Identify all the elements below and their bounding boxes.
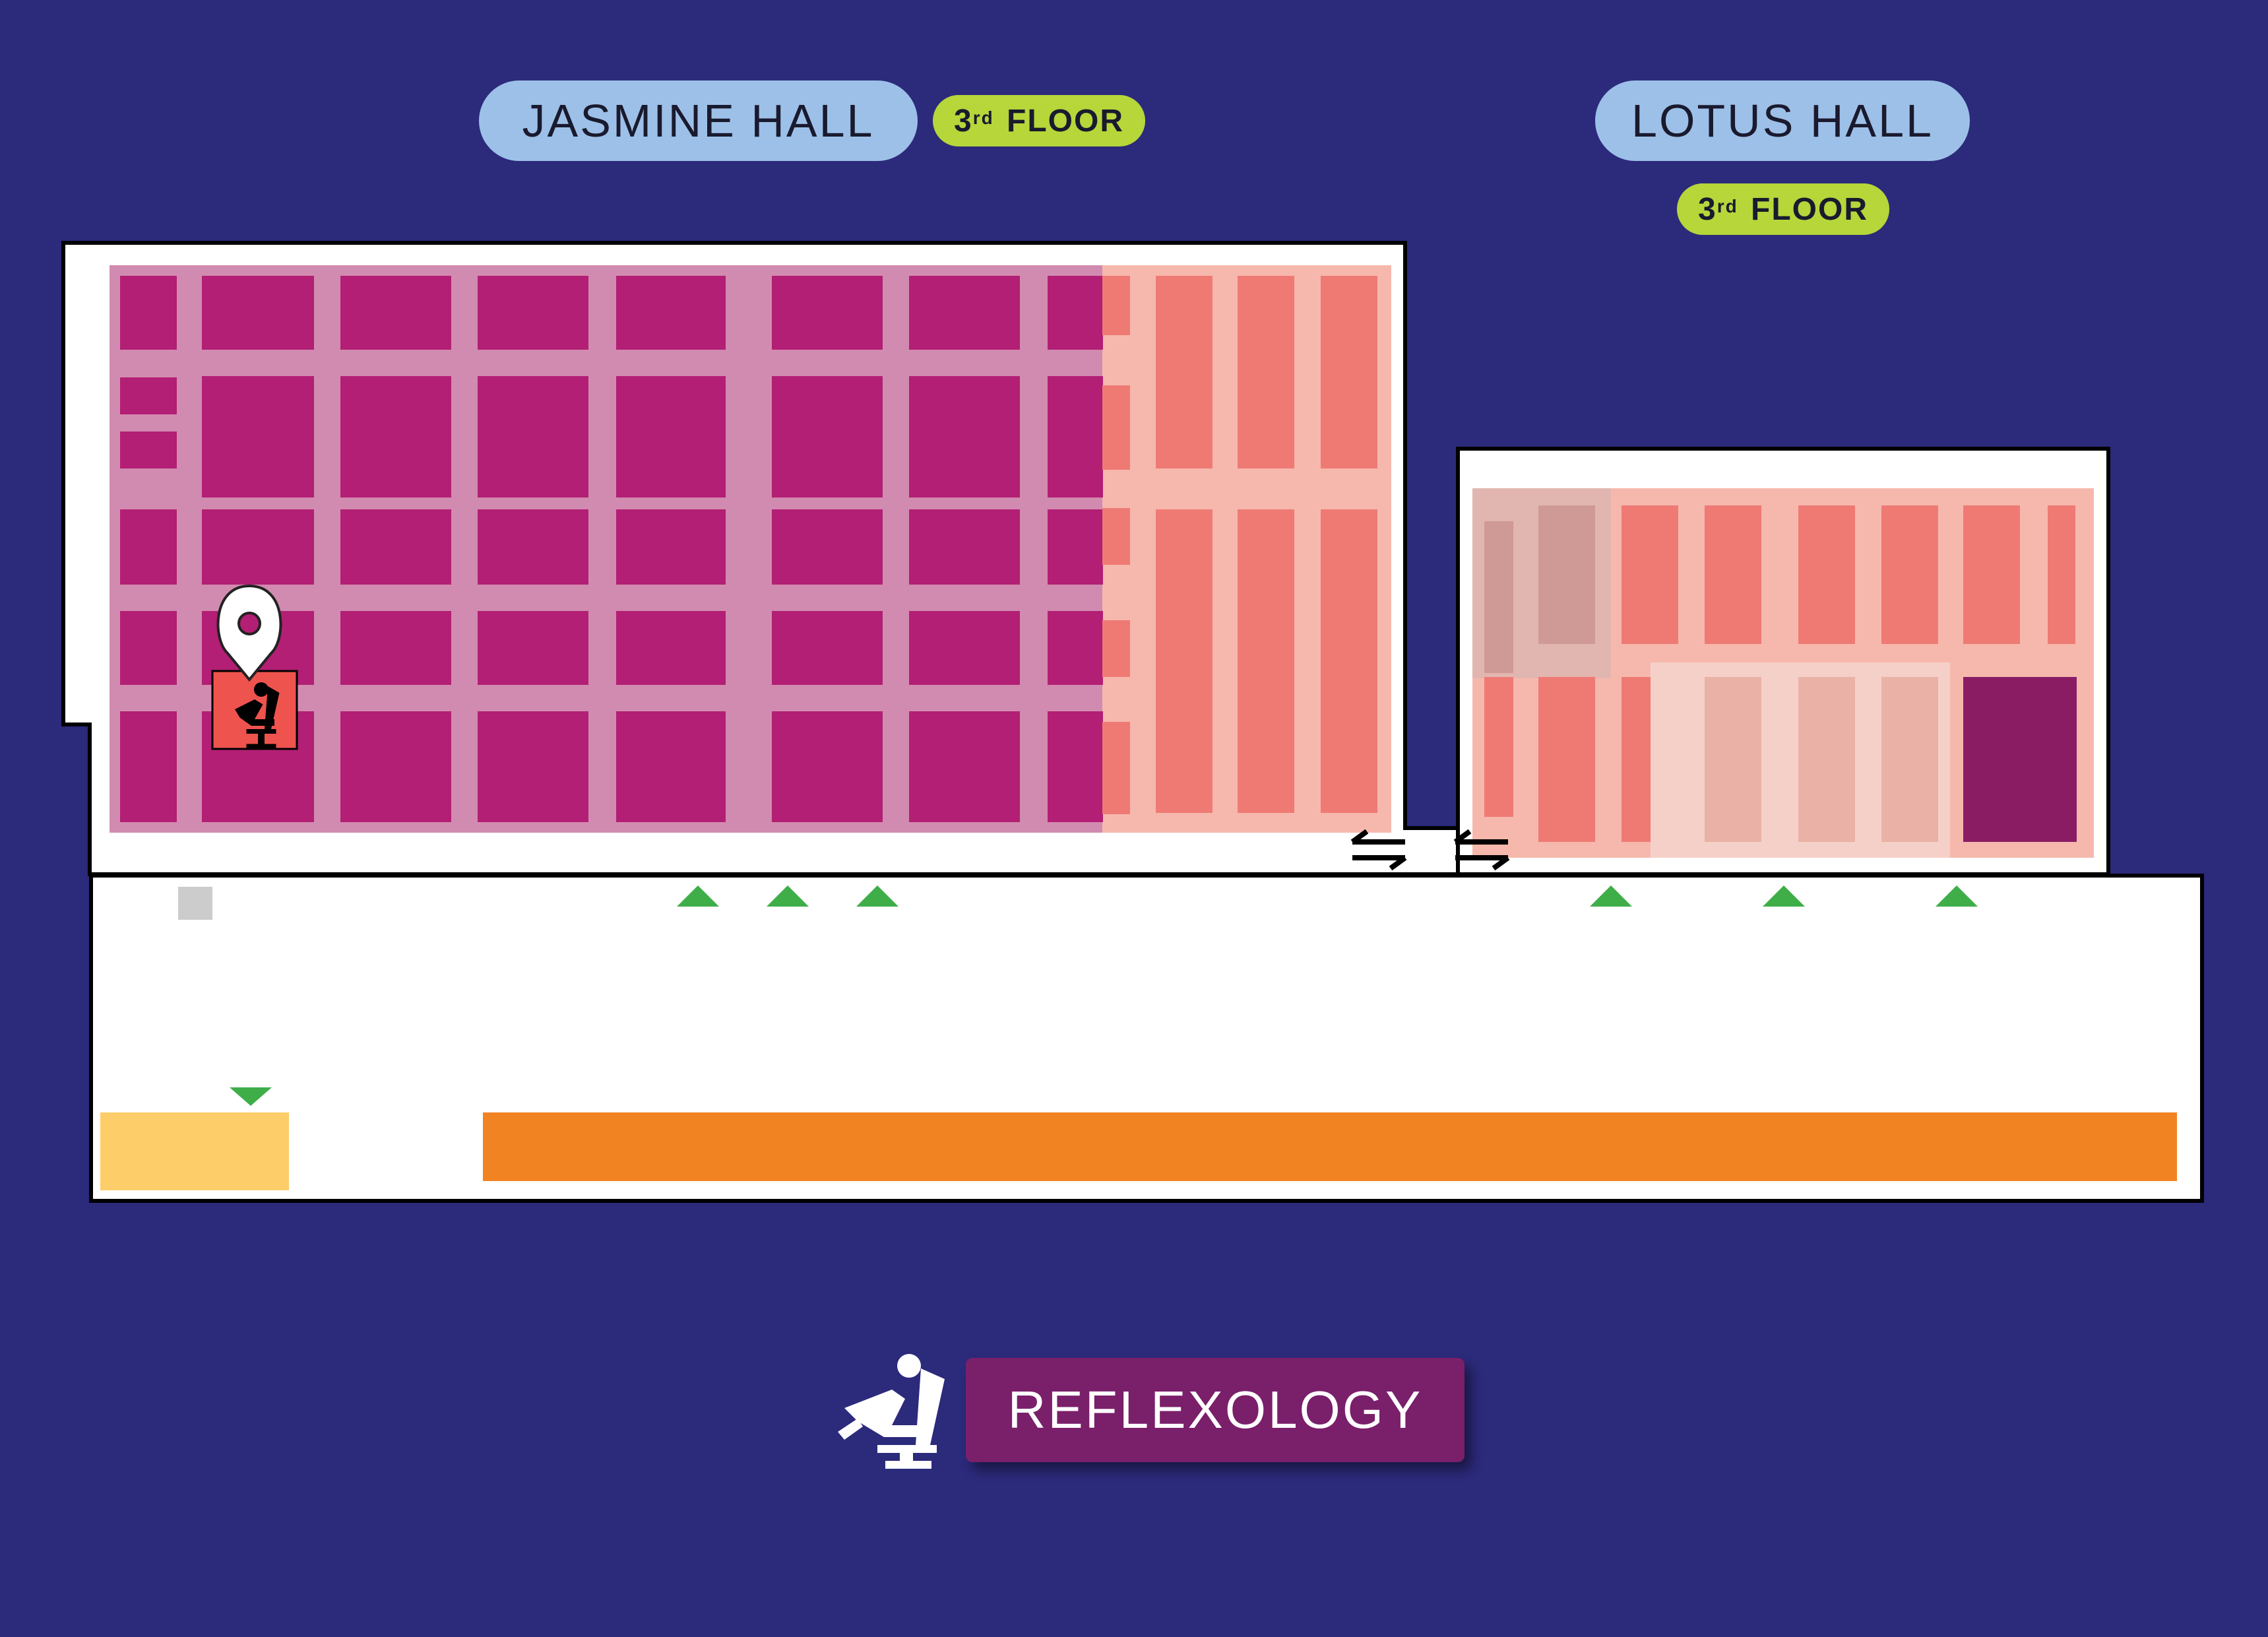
booth[interactable]	[1048, 711, 1103, 822]
registration-area	[100, 1112, 289, 1190]
jasmine-hall-title: JASMINE HALL	[479, 80, 918, 161]
booth[interactable]	[120, 432, 177, 468]
booth[interactable]	[1238, 276, 1294, 468]
booth[interactable]	[202, 376, 314, 498]
booth[interactable]	[909, 611, 1020, 685]
booth[interactable]	[909, 376, 1020, 498]
entrance-arrow-up	[1936, 885, 1978, 907]
floor-number: 3	[1697, 191, 1717, 227]
swap-arrows-icon	[1453, 829, 1510, 871]
jasmine-salmon-booths	[1102, 276, 1377, 814]
jasmine-booth-grid	[120, 276, 1103, 822]
booth[interactable]	[1048, 509, 1103, 585]
booth[interactable]	[1881, 677, 1938, 842]
doorway-arrows	[1350, 829, 1510, 871]
legend-reflexology-label: REFLEXOLOGY	[966, 1358, 1465, 1462]
booth[interactable]	[1484, 677, 1513, 817]
booth[interactable]	[772, 711, 883, 822]
booth[interactable]	[478, 611, 588, 685]
booth[interactable]	[616, 711, 726, 822]
booth[interactable]	[772, 276, 883, 350]
booth[interactable]	[909, 276, 1020, 350]
booth[interactable]	[1538, 677, 1595, 842]
booth[interactable]	[120, 509, 177, 585]
booth[interactable]	[1048, 376, 1103, 498]
booth[interactable]	[1048, 276, 1103, 350]
booth[interactable]	[340, 611, 451, 685]
reflexology-booth[interactable]	[211, 670, 298, 750]
booth[interactable]	[1048, 611, 1103, 685]
booth[interactable]	[1798, 505, 1855, 644]
booth[interactable]	[909, 711, 1020, 822]
booth[interactable]	[616, 611, 726, 685]
floor-suffix: rd	[1717, 196, 1738, 216]
entrance-arrow-up	[1763, 885, 1805, 907]
booth[interactable]	[1102, 508, 1130, 565]
floor-word: FLOOR	[1751, 191, 1869, 227]
booth[interactable]	[1102, 722, 1130, 814]
booth[interactable]	[120, 711, 177, 822]
swap-arrows-icon	[1350, 829, 1407, 871]
entrance-markers	[230, 885, 1978, 1106]
booth[interactable]	[616, 276, 726, 350]
entrance-arrow-up	[677, 885, 719, 907]
booth[interactable]	[1622, 505, 1678, 644]
entrance-arrow-up	[767, 885, 809, 907]
booth[interactable]	[772, 611, 883, 685]
booth[interactable]	[1102, 385, 1130, 470]
booth[interactable]	[1798, 677, 1855, 842]
booth[interactable]	[120, 611, 177, 685]
floor-number: 3	[953, 103, 973, 139]
entrance-arrow-up	[1590, 885, 1632, 907]
reflexology-chair-icon	[838, 1354, 945, 1469]
booth[interactable]	[202, 276, 314, 350]
booth[interactable]	[1705, 505, 1761, 644]
booth[interactable]	[772, 509, 883, 585]
booth[interactable]	[1705, 677, 1761, 842]
booth[interactable]	[772, 376, 883, 498]
floor-word: FLOOR	[1007, 103, 1125, 139]
booth[interactable]	[1963, 677, 2077, 842]
booth[interactable]	[1881, 505, 1938, 644]
booth[interactable]	[202, 509, 314, 585]
booth[interactable]	[1484, 521, 1513, 673]
booth[interactable]	[616, 376, 726, 498]
lotus-booth-grid	[1472, 488, 2077, 858]
booth[interactable]	[909, 509, 1020, 585]
booth[interactable]	[340, 376, 451, 498]
booth[interactable]	[616, 509, 726, 585]
booth[interactable]	[478, 276, 588, 350]
booth[interactable]	[120, 377, 177, 414]
booth[interactable]	[340, 509, 451, 585]
location-pin-icon[interactable]	[216, 584, 282, 682]
booth[interactable]	[1321, 276, 1377, 468]
booth[interactable]	[120, 276, 177, 350]
counter-bar	[483, 1112, 2177, 1181]
booth[interactable]	[1238, 509, 1294, 813]
booth[interactable]	[478, 711, 588, 822]
floor-suffix: rd	[972, 108, 994, 128]
booth[interactable]	[1538, 505, 1595, 644]
entrance-arrow-up	[856, 885, 898, 907]
booth[interactable]	[2048, 505, 2075, 644]
booth[interactable]	[340, 276, 451, 350]
booth[interactable]	[478, 376, 588, 498]
booth[interactable]	[1102, 620, 1130, 677]
booth[interactable]	[1156, 509, 1213, 813]
booth[interactable]	[1321, 509, 1377, 813]
reflexology-chair-icon	[235, 682, 280, 748]
booth[interactable]	[478, 509, 588, 585]
entrance-arrow-down	[230, 1087, 272, 1106]
booth[interactable]	[340, 711, 451, 822]
booth[interactable]	[1102, 276, 1130, 335]
lotus-hall-title: LOTUS HALL	[1595, 80, 1970, 161]
booth[interactable]	[1156, 276, 1213, 468]
booth[interactable]	[1963, 505, 2020, 644]
info-kiosk	[178, 887, 212, 920]
